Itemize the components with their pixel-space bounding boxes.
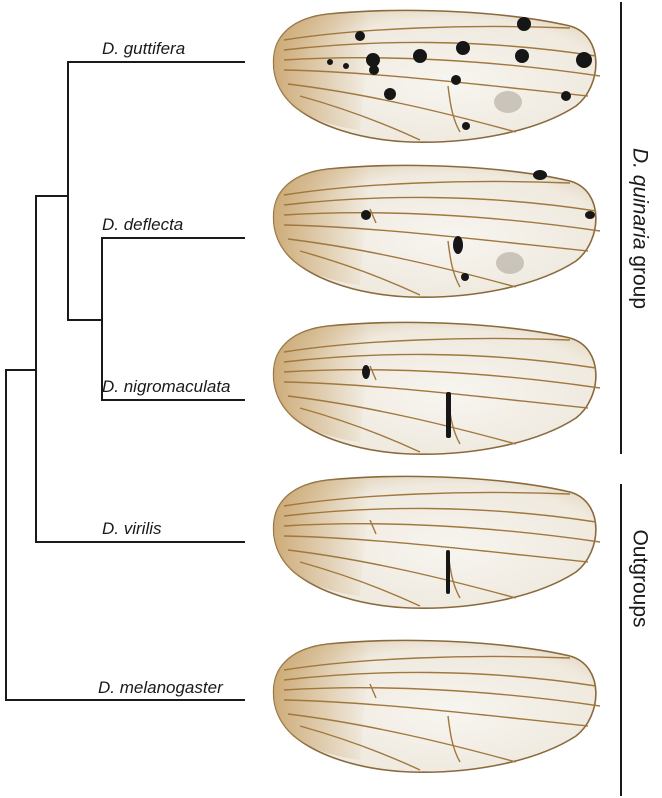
wing-melanogaster <box>274 640 600 772</box>
species-label-melanogaster: D. melanogaster <box>98 679 223 696</box>
species-label-deflecta: D. deflecta <box>102 216 183 233</box>
outgroups-bracket <box>620 484 622 796</box>
species-label-guttifera: D. guttifera <box>102 40 185 57</box>
quinaria-group-bracket <box>620 2 622 454</box>
quinaria-group-label-suffix: group <box>629 250 652 310</box>
wing-nigromaculata <box>274 322 600 454</box>
outgroups-label: Outgroups <box>630 524 651 634</box>
quinaria-group-label-prefix: D. quinaria <box>629 148 652 250</box>
wing-guttifera <box>274 10 600 142</box>
quinaria-group-label: D. quinaria group <box>630 124 651 334</box>
wing-deflecta <box>274 165 600 297</box>
species-label-virilis: D. virilis <box>102 520 162 537</box>
species-label-nigromaculata: D. nigromaculata <box>102 378 231 395</box>
wing-virilis <box>274 476 600 608</box>
